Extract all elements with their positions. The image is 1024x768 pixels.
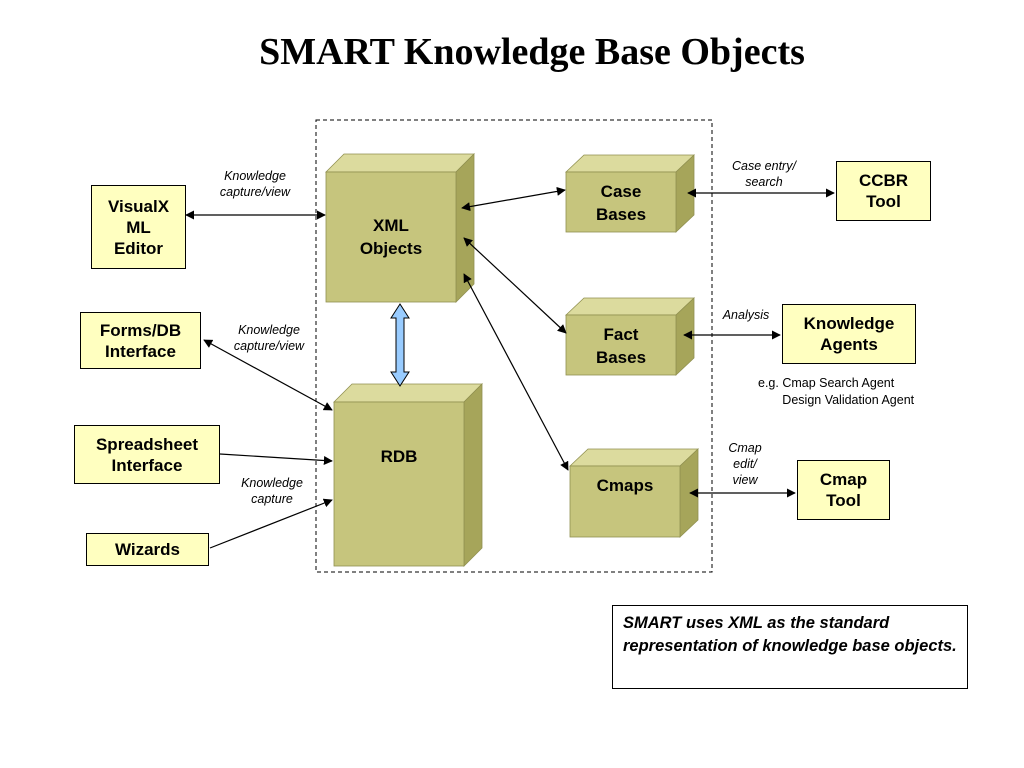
cube-top	[564, 297, 696, 316]
wizards-box: Wizards	[86, 533, 209, 566]
xml-objects-label: XML Objects	[359, 216, 423, 258]
page-title: SMART Knowledge Base Objects	[259, 31, 805, 73]
cube-front	[569, 465, 681, 538]
xml-objects-cube	[325, 153, 475, 303]
case-bases-cube	[564, 154, 696, 233]
cube-front	[325, 171, 457, 303]
spreadsheet-interface-box: Spreadsheet Interface	[74, 425, 220, 484]
cube-side	[463, 383, 483, 567]
visualxml-edge-label: Knowledge capture/view	[219, 169, 291, 199]
cube-front	[333, 401, 465, 567]
rdb-label: RDB	[380, 446, 418, 466]
xml-rdb-double-arrow	[390, 303, 410, 387]
fact-bases-label: Fact Bases	[595, 325, 647, 367]
arrow-xml-cmaps	[463, 273, 569, 471]
arrow-formsdb-rdb	[203, 339, 333, 411]
cube-side	[455, 153, 475, 303]
formsdb-edge-label: Knowledge capture/view	[233, 323, 305, 353]
cube-top	[325, 153, 475, 173]
arrow-xml-case	[461, 186, 566, 212]
case-bases-label: Case Bases	[595, 182, 647, 224]
cmaps-cube	[568, 448, 700, 538]
forms-db-interface-box: Forms/DB Interface	[80, 312, 201, 369]
agent-examples-note: e.g. Cmap Search Agent Design Validation…	[758, 376, 915, 407]
cmap-edge-label: Cmap edit/ view	[728, 441, 762, 487]
agents-edge-label: Analysis	[722, 308, 770, 322]
arrow-spreadsheet-rdb	[219, 453, 333, 465]
rdb-cube	[333, 383, 483, 567]
cmaps-label: Cmaps	[596, 475, 654, 495]
ccbr-edge-label: Case entry/ search	[732, 159, 796, 189]
visualxml-editor-box: VisualX ML Editor	[91, 185, 186, 269]
arrow-xml-fact	[463, 237, 567, 334]
knowledge-agents-box: Knowledge Agents	[782, 304, 916, 364]
cube-top	[568, 448, 700, 467]
cube-front	[565, 171, 677, 233]
wizards-edge-label: Knowledge capture	[241, 476, 303, 506]
ccbr-tool-box: CCBR Tool	[836, 161, 931, 221]
arrow-wizards-rdb	[209, 498, 333, 549]
cmap-tool-box: Cmap Tool	[797, 460, 890, 520]
fact-bases-cube	[564, 297, 696, 376]
cube-top	[564, 154, 696, 173]
xml-standard-callout: SMART uses XML as the standard represent…	[612, 605, 968, 689]
cube-front	[565, 314, 677, 376]
cube-top	[333, 383, 483, 403]
